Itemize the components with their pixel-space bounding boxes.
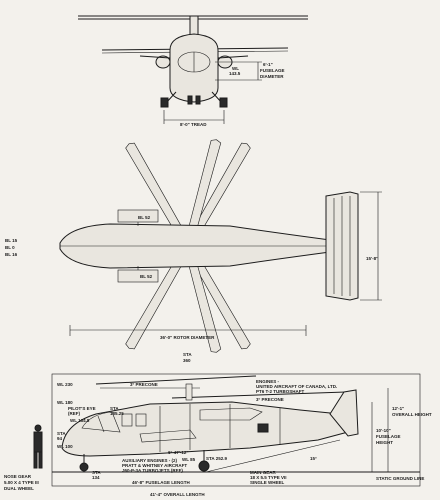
front-left-wheel: [160, 97, 169, 108]
side-sta185-1: STA: [110, 406, 119, 411]
side-canopy: [81, 411, 121, 433]
side-overall-length: 41'-4" OVERALL LENGTH: [150, 492, 205, 497]
side-main-gear-1: MAIN GEAR: [250, 470, 277, 475]
side-sta94-2: 94: [57, 436, 63, 441]
side-angle-a: 6°-47'-12": [168, 450, 189, 455]
side-fus-height-3: HEIGHT: [376, 440, 393, 445]
side-engines-3: PT6 T-2 TURBOSHAFT: [256, 389, 305, 394]
side-sta94-1: STA: [57, 431, 66, 436]
side-wl164: WL 164.8: [70, 418, 90, 423]
side-vertical-tail: [329, 389, 359, 437]
side-sta134-2: 134: [92, 475, 100, 480]
top-sta-label: STA: [183, 352, 192, 357]
front-diameter-value: 6'-1": [263, 62, 273, 67]
top-bl15: BL 15: [5, 238, 18, 243]
top-bl0: BL 0: [5, 245, 15, 250]
side-overall-height-1: 12'-1": [392, 406, 404, 411]
top-rotor-diameter: 36'-0" ROTOR DIAMETER: [160, 335, 215, 340]
front-wl-label: WL: [232, 66, 239, 71]
side-nose-gear-1: NOSE GEAR: [4, 474, 32, 479]
front-left-engine: [155, 55, 171, 69]
side-aux-2: PRATT & WHITNEY AIRCRAFT: [122, 463, 187, 468]
front-diameter-label-2: DIAMETER: [260, 74, 284, 79]
side-engines-1: ENGINES -: [256, 379, 280, 384]
side-wl85: WL 85: [182, 457, 196, 462]
side-overall-height-2: OVERALL HEIGHT: [392, 412, 432, 417]
side-nose-gear-3: DUAL WHEEL: [4, 486, 34, 491]
top-span-label: 15'-8": [366, 256, 378, 261]
side-view-frame: [51, 373, 421, 487]
side-fus-height-1: 10'-10": [376, 428, 391, 433]
side-pilots-eye-1: PILOT'S EYE: [68, 406, 96, 411]
front-right-wheel: [219, 97, 228, 108]
side-wl100: WL 100: [57, 444, 73, 449]
side-exhaust: [257, 423, 269, 433]
side-angle-b: 15°: [310, 456, 317, 461]
side-main-wheel: [198, 460, 210, 472]
side-sta134-1: STA: [92, 470, 101, 475]
side-rotor-blade-fwd: [95, 375, 257, 385]
top-sta-value: 360: [183, 358, 191, 363]
side-fuselage-length: 46'-8" FUSELAGE LENGTH: [132, 480, 190, 485]
side-human-scale-figure: [33, 424, 43, 469]
side-sta2529: STA 252.9: [206, 456, 228, 461]
side-fus-height-2: FUSELAGE: [376, 434, 401, 439]
front-diameter-label: FUSELAGE: [260, 68, 285, 73]
side-precone-aft: 3° PRECONE: [256, 397, 284, 402]
side-aux-engine: [139, 429, 197, 443]
side-aux-3: J60-P-3A TURBOJETS (REF): [122, 468, 183, 473]
front-tread-label: 8'-0" TREAD: [180, 122, 207, 127]
side-sta185-2: 185.25: [110, 411, 124, 416]
side-precone-fwd: 3° PRECONE: [130, 382, 158, 387]
side-rotor-blade-aft: [171, 391, 347, 399]
top-bl16: BL 16: [5, 252, 18, 257]
side-aux-1: AUXILIARY ENGINES - (2): [122, 458, 178, 463]
side-nose-gear-2: 5.00 X 4 TYPE III: [4, 480, 39, 485]
side-wl180: WL 180: [57, 400, 73, 405]
side-engines-2: UNITED AIRCRAFT OF CANADA, LTD.: [256, 384, 337, 389]
side-view: WL 230 WL 180 3° PRECONE 3° PRECONE ENGI…: [4, 373, 432, 497]
side-main-gear-3: SINGLE WHEEL: [250, 480, 285, 485]
front-wl-value: 143.5: [229, 71, 241, 76]
top-view: BL 15 BL 0 BL 16 BL 52 BL 52 15'-8" 36'-…: [5, 139, 382, 363]
top-bl52-upper: BL 52: [138, 215, 151, 220]
side-wl230: WL 230: [57, 382, 73, 387]
side-static-ground: STATIC GROUND LINE: [376, 476, 424, 481]
side-nose-wheel: [79, 462, 89, 472]
front-view: WL 143.5 6'-1" FUSELAGE DIAMETER 8'-0" T…: [78, 15, 308, 127]
side-main-gear-2: 18 X 5.5 TYPE VII: [250, 475, 287, 480]
top-bl52-lower: BL 52: [140, 274, 153, 279]
side-pilots-eye-2: (REF): [68, 411, 80, 416]
side-engine-nacelle: [199, 407, 263, 421]
side-rotor-mast: [185, 383, 193, 401]
